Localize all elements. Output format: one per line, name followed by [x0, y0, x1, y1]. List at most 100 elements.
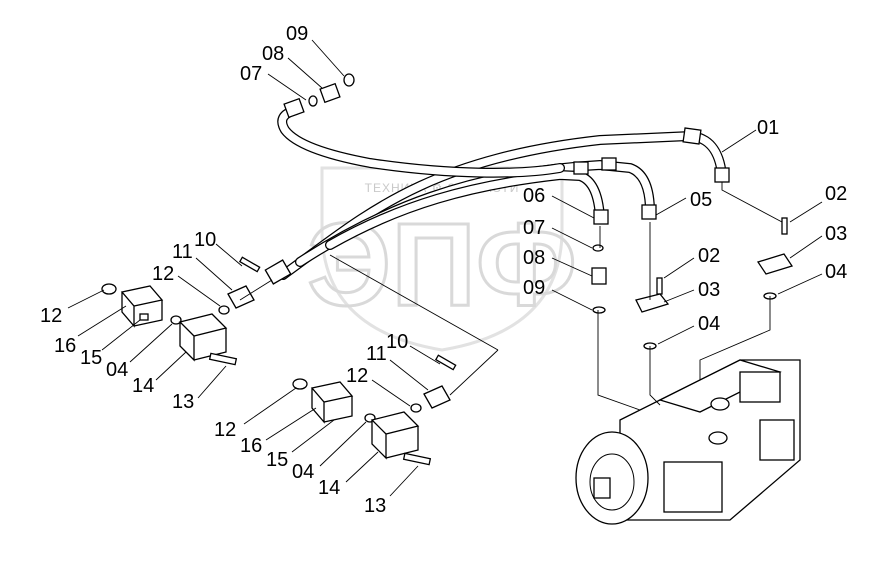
pump-port: [708, 431, 728, 445]
flange-03: [635, 293, 670, 313]
callout-13: 13: [364, 495, 386, 517]
bolt-13: [402, 452, 432, 466]
hose-ferrule-top: [283, 97, 305, 119]
watermark-shield: [320, 166, 564, 352]
pump-side-valve: [663, 461, 723, 513]
leader-04a: [777, 273, 823, 295]
left-valve-group-lower: [292, 354, 457, 466]
plate-16: [120, 285, 164, 328]
hose-ferrule-05: [641, 204, 657, 220]
callout-07: 07: [240, 63, 262, 85]
leader-13a: [197, 365, 227, 399]
connection-line: [721, 182, 783, 223]
leader-09a: [551, 289, 593, 311]
callout-05: 05: [690, 189, 712, 211]
leader-16a: [77, 305, 127, 337]
pump-regulator: [739, 371, 781, 403]
flange-03: [756, 253, 794, 275]
callout-16: 16: [54, 335, 76, 357]
pump-drive-shaft: [593, 477, 611, 499]
callout-13: 13: [172, 391, 194, 413]
bolt-02: [781, 217, 788, 235]
connection-line: [649, 346, 661, 406]
hose-ferrule: [601, 157, 617, 171]
callout-11: 11: [366, 343, 387, 365]
leader-04b: [657, 325, 695, 345]
leader-12c: [243, 387, 297, 425]
leader-01: [721, 129, 757, 153]
flange-11: [227, 285, 255, 309]
right-fitting-group: [591, 217, 794, 350]
leader-11b: [389, 359, 429, 391]
o-ring-12: [101, 283, 117, 295]
pump-shaft-housing: [589, 453, 635, 511]
callout-09: 09: [523, 277, 545, 299]
callout-15: 15: [80, 347, 102, 369]
bolt-02: [656, 277, 663, 295]
callout-10: 10: [386, 331, 408, 353]
callout-04: 04: [292, 461, 314, 483]
hose-ferrule-01: [714, 167, 730, 183]
callout-04: 04: [106, 359, 128, 381]
callout-02: 02: [825, 183, 847, 205]
callout-11: 11: [172, 241, 193, 263]
callout-12: 12: [40, 305, 62, 327]
leader-10b: [409, 345, 441, 365]
hose-assembly: [264, 97, 730, 285]
leader-04d: [319, 421, 367, 467]
hose-fill: [326, 171, 604, 249]
callout-12: 12: [152, 263, 174, 285]
valve-block-14: [178, 313, 228, 362]
plate-16: [310, 381, 354, 424]
connection-line: [329, 254, 499, 351]
leader-02a: [789, 201, 823, 223]
leader-02b: [663, 257, 695, 279]
leader-03a: [789, 235, 823, 259]
leader-03b: [663, 289, 695, 303]
bolt-10: [434, 354, 457, 371]
leader-14a: [155, 351, 187, 381]
callout-08: 08: [523, 247, 545, 269]
leader-10a: [215, 243, 243, 267]
adapter-08-top: [319, 82, 341, 104]
hose-fill: [278, 106, 564, 177]
leader-07a: [551, 227, 593, 249]
o-ring-12: [218, 305, 230, 315]
callout-07: 07: [523, 217, 545, 239]
leader-12a: [67, 289, 105, 309]
leader-12b: [177, 275, 221, 307]
callout-12: 12: [214, 419, 236, 441]
bolt-13: [208, 352, 238, 366]
leader-14b: [345, 451, 379, 483]
pump-port: [710, 397, 730, 411]
hose-ferrule: [573, 161, 589, 175]
left-valve-group-upper: [101, 256, 261, 366]
leader-13b: [389, 465, 419, 497]
leader-16b: [265, 407, 317, 441]
callout-03: 03: [825, 223, 847, 245]
callout-14: 14: [132, 375, 154, 397]
connection-line: [239, 279, 273, 301]
leader-04c: [129, 323, 173, 363]
hose-ferrule-lower: [264, 259, 292, 285]
pump-front-flange: [575, 431, 649, 525]
o-ring-07-top: [308, 95, 318, 107]
leader-06: [551, 195, 595, 219]
leader-15b: [291, 419, 335, 453]
adapter-08: [591, 267, 607, 285]
hydraulic-pump-assembly: [575, 359, 801, 525]
hose-outline: [277, 105, 565, 178]
leader-07b: [267, 73, 307, 101]
leader-12d: [371, 379, 411, 407]
o-ring-04: [170, 315, 182, 325]
callout-03: 03: [698, 279, 720, 301]
callout-09: 09: [286, 23, 308, 45]
o-ring-12: [292, 378, 308, 390]
top-fitting-group: [308, 73, 355, 107]
o-ring-09: [592, 306, 606, 314]
connection-line: [449, 349, 499, 396]
pump-valve-block: [759, 419, 795, 461]
callout-02: 02: [698, 245, 720, 267]
